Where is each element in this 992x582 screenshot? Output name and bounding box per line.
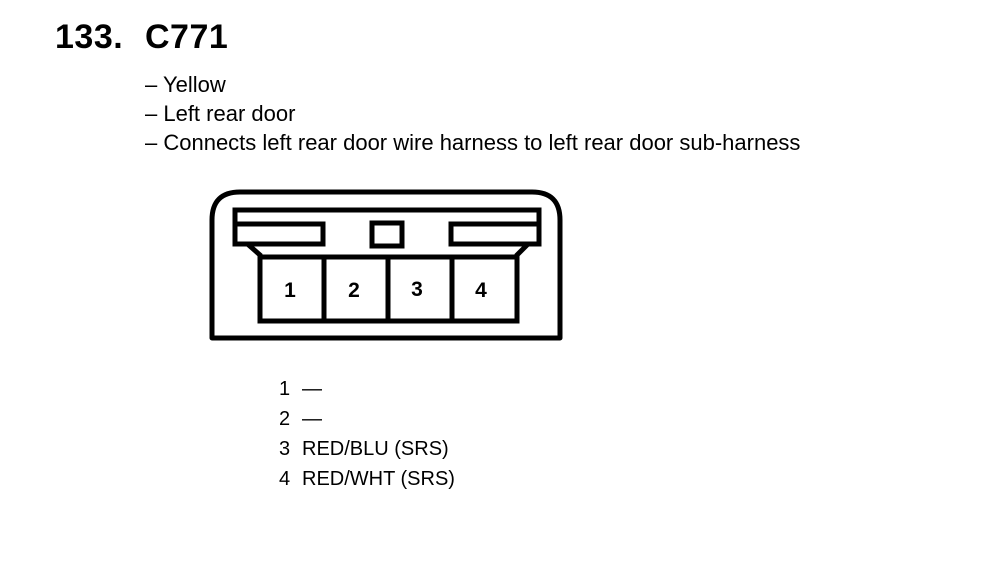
right-latch <box>448 221 542 247</box>
cavity-2 <box>321 254 391 324</box>
connector-details: – Yellow – Left rear door – Connects lef… <box>145 70 800 157</box>
pin-wire: RED/WHT (SRS) <box>302 468 455 490</box>
center-key <box>369 220 405 249</box>
pin-number: 2 <box>279 408 291 430</box>
cavity-1 <box>257 254 327 324</box>
detail-location: – Left rear door <box>145 101 296 126</box>
pinout-row: 4 RED/WHT (SRS) <box>279 464 455 494</box>
pin-wire: RED/BLU (SRS) <box>302 438 449 460</box>
connector-face-diagram: 1 2 3 4 <box>209 189 563 341</box>
detail-connection: – Connects left rear door wire harness t… <box>145 130 801 155</box>
detail-color: – Yellow <box>145 72 226 97</box>
cavity-4 <box>449 254 520 324</box>
cavity-row <box>257 254 520 324</box>
connector-title: 133. C771 <box>55 18 228 57</box>
cavity-label-3: 3 <box>411 278 423 301</box>
cavity-label-2: 2 <box>348 279 360 302</box>
pin-wire: — <box>302 378 322 400</box>
pinout-row: 2— <box>279 404 455 434</box>
cavity-label-1: 1 <box>284 279 296 302</box>
left-latch <box>232 221 326 247</box>
pin-number: 1 <box>279 378 291 400</box>
item-number: 133. <box>55 18 124 56</box>
pinout-row: 3 RED/BLU (SRS) <box>279 434 455 464</box>
cavity-label-4: 4 <box>475 279 487 302</box>
connector-id: C771 <box>145 18 229 56</box>
pin-number: 4 <box>279 468 291 490</box>
pinout-row: 1— <box>279 374 455 404</box>
pin-number: 3 <box>279 438 291 460</box>
cavity-3 <box>385 254 455 324</box>
pin-wire: — <box>302 408 322 430</box>
